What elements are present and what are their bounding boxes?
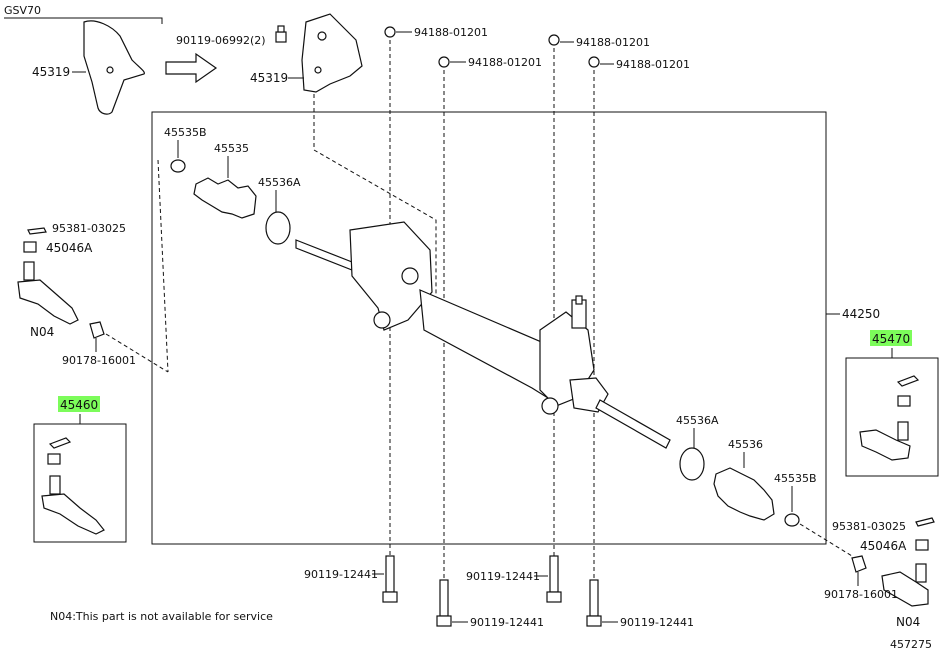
label-nut-4: 94188-01201 xyxy=(616,58,690,71)
label-end-left-note: N04 xyxy=(30,325,54,339)
heat-shield-left: 45319 xyxy=(32,20,145,115)
left-tie-rod-end: 95381-03025 45046A N04 90178-16001 xyxy=(17,159,169,373)
ring-right: 45536A xyxy=(676,414,719,481)
bolt-bottom-4: 90119-12441 xyxy=(586,579,694,629)
label-castle-nut-right: 45046A xyxy=(860,539,907,553)
label-kit-left: 45460 xyxy=(60,398,98,412)
label-boot-left: 45535 xyxy=(214,142,249,155)
nut-4: 94188-01201 xyxy=(588,56,690,71)
label-shield-left: 45319 xyxy=(32,65,70,79)
arrow-icon xyxy=(165,52,218,84)
heat-shield-right: 45319 xyxy=(250,13,363,93)
model-label: GSV70 xyxy=(4,4,41,17)
kit-left-highlight xyxy=(58,396,100,412)
model-bracket: GSV70 xyxy=(4,4,163,24)
label-assembly: 44250 xyxy=(842,307,880,321)
kit-left: 45460 xyxy=(33,396,127,543)
nut-3: 94188-01201 xyxy=(548,34,650,49)
illustration-id: 457275 xyxy=(890,638,932,651)
label-castle-nut-left: 45046A xyxy=(46,241,93,255)
label-end-right-note: N04 xyxy=(896,615,920,629)
label-ring-right: 45536A xyxy=(676,414,719,427)
label-clamp-left: 45535B xyxy=(164,126,207,139)
label-nut-1: 94188-01201 xyxy=(414,26,488,39)
label-boot-right: 45536 xyxy=(728,438,763,451)
kit-right: 45470 xyxy=(845,330,939,477)
label-bolt-b1: 90119-12441 xyxy=(304,568,378,581)
label-bolt-b3: 90119-12441 xyxy=(466,570,540,583)
label-nut-3: 94188-01201 xyxy=(576,36,650,49)
label-bolt-b2: 90119-12441 xyxy=(470,616,544,629)
bolt-top: 90119-06992(2) xyxy=(176,25,287,47)
label-shield-right: 45319 xyxy=(250,71,288,85)
label-nut-left: 90178-16001 xyxy=(62,354,136,367)
label-nut-2: 94188-01201 xyxy=(468,56,542,69)
footnote: N04:This part is not available for servi… xyxy=(50,610,273,623)
kit-right-highlight xyxy=(870,330,912,346)
assembly-frame xyxy=(151,111,827,545)
label-kit-right: 45470 xyxy=(872,332,910,346)
label-nut-right: 90178-16001 xyxy=(824,588,898,601)
label-pin-left: 95381-03025 xyxy=(52,222,126,235)
nut-2: 94188-01201 xyxy=(438,56,542,69)
clamp-right: 45535B xyxy=(774,472,817,527)
label-bolt-top: 90119-06992(2) xyxy=(176,34,266,47)
label-clamp-right: 45535B xyxy=(774,472,817,485)
clamp-left: 45535B xyxy=(164,126,207,173)
label-pin-right: 95381-03025 xyxy=(832,520,906,533)
boot-left: 45535 xyxy=(193,142,257,219)
label-ring-left: 45536A xyxy=(258,176,301,189)
nut-1: 94188-01201 xyxy=(384,26,488,39)
ring-left: 45536A xyxy=(258,176,301,245)
label-bolt-b4: 90119-12441 xyxy=(620,616,694,629)
boot-right: 45536 xyxy=(713,438,775,521)
bolt-bottom-1: 90119-12441 xyxy=(304,555,398,603)
bolt-bottom-2: 90119-12441 xyxy=(436,579,544,629)
right-tie-rod-end: 95381-03025 45046A N04 90178-16001 xyxy=(799,517,935,629)
bolt-bottom-3: 90119-12441 xyxy=(466,555,562,603)
steering-rack xyxy=(295,221,671,449)
